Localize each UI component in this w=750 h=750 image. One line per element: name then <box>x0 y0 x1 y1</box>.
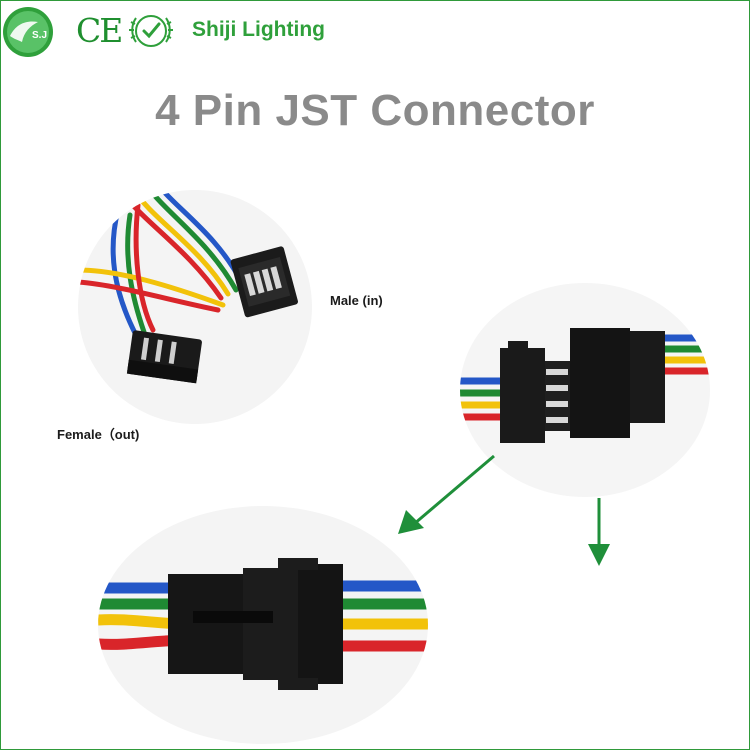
jst-side-view-photo <box>460 283 710 497</box>
page-title: 4 Pin JST Connector <box>155 86 595 135</box>
jst-mated-connector-closeup-photo <box>98 506 428 744</box>
arrow-down-icon <box>588 498 610 566</box>
svg-text:S.J: S.J <box>32 30 47 41</box>
brand-name: Shiji Lighting <box>192 18 325 41</box>
sj-logo-icon: S.J <box>3 7 53 57</box>
jst-male-female-connectors-photo <box>78 190 312 424</box>
label-male-in: Male (in) <box>330 293 383 308</box>
ce-mark: CE <box>76 11 123 50</box>
label-female-out: Female（out) <box>57 427 140 442</box>
brand-header: S.J CE Shiji Lighting <box>0 0 750 62</box>
arrow-down-left-icon <box>398 454 495 534</box>
certification-seal-icon <box>129 15 173 47</box>
